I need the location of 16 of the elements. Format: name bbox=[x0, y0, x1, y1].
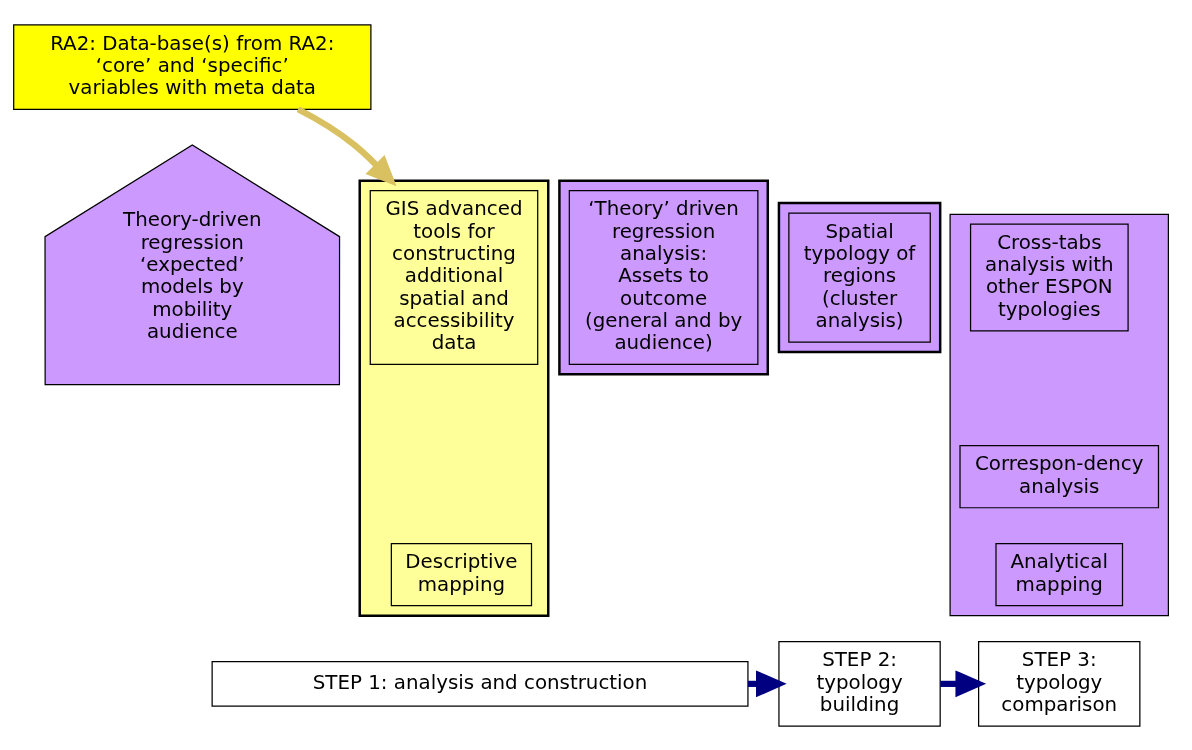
cluster bbox=[358, 179, 550, 617]
cluster bbox=[949, 213, 1169, 616]
node-box: STEP 2: typology building bbox=[778, 640, 941, 727]
cluster bbox=[777, 201, 942, 353]
node-box: STEP 1: analysis and construction bbox=[211, 660, 749, 707]
node-box: STEP 3: typology comparison bbox=[978, 640, 1141, 727]
node-box: Spatial typology of regions (cluster analysis) bbox=[788, 211, 931, 343]
node-box: Descriptive mapping bbox=[390, 542, 533, 606]
node-box: GIS advanced tools for constructing additional spatial and accessibility data bbox=[369, 189, 539, 365]
node-box: Correspon-dency analysis bbox=[959, 444, 1160, 508]
node-box: RA2: Data-base(s) from RA2: ‘core’ and ‘specific’ variables with meta data bbox=[13, 23, 372, 110]
cluster bbox=[558, 179, 769, 375]
arrow bbox=[296, 106, 397, 186]
node-box: Cross-tabs analysis with other ESPON typologies bbox=[969, 223, 1129, 331]
node-box: ‘Theory’ driven regression analysis: Assets to outcome (general and by audience) bbox=[568, 189, 759, 365]
node-box: Analytical mapping bbox=[995, 542, 1124, 606]
